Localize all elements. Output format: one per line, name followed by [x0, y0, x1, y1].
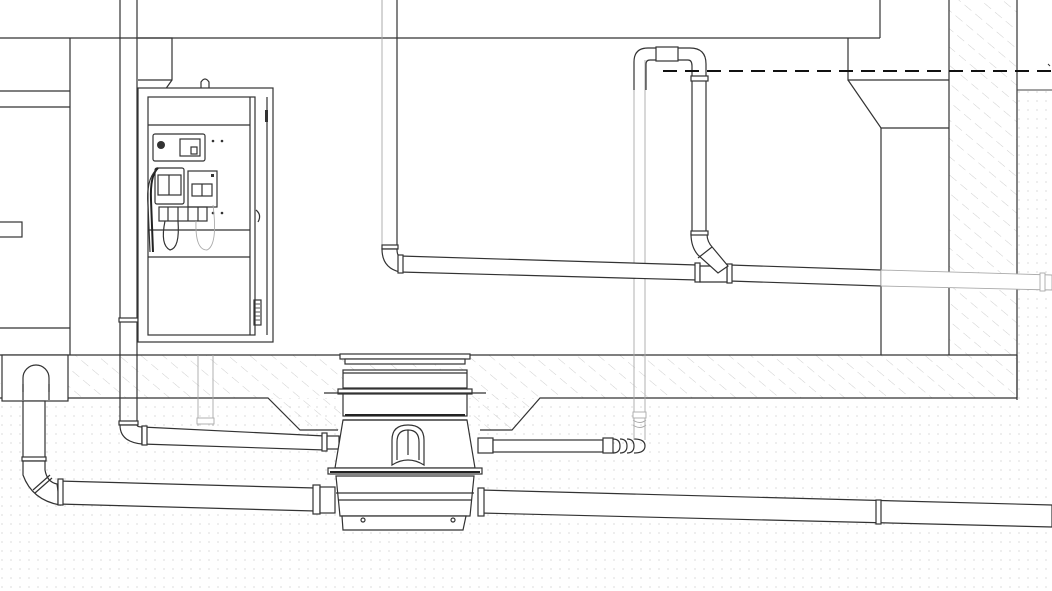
floor-slab: [0, 354, 1018, 431]
drain-downpipe: [21, 400, 61, 506]
floor-drain: [1, 354, 69, 402]
backwater-loop: [633, 46, 709, 236]
ceiling-slab: [0, 0, 881, 39]
inlet-pipe-upper: [141, 355, 340, 452]
outlet-pipe-lower: [57, 478, 1052, 528]
control-cabinet: [137, 78, 274, 343]
vertical-downpipe-left: [118, 0, 143, 445]
water-level-line: [663, 63, 1052, 72]
collector-pipe: [397, 233, 1052, 292]
vertical-pipe-center: [381, 0, 401, 273]
side-inlet-pipe: [477, 60, 647, 454]
right-wall: [847, 0, 1052, 400]
pump-chamber: [324, 353, 486, 531]
